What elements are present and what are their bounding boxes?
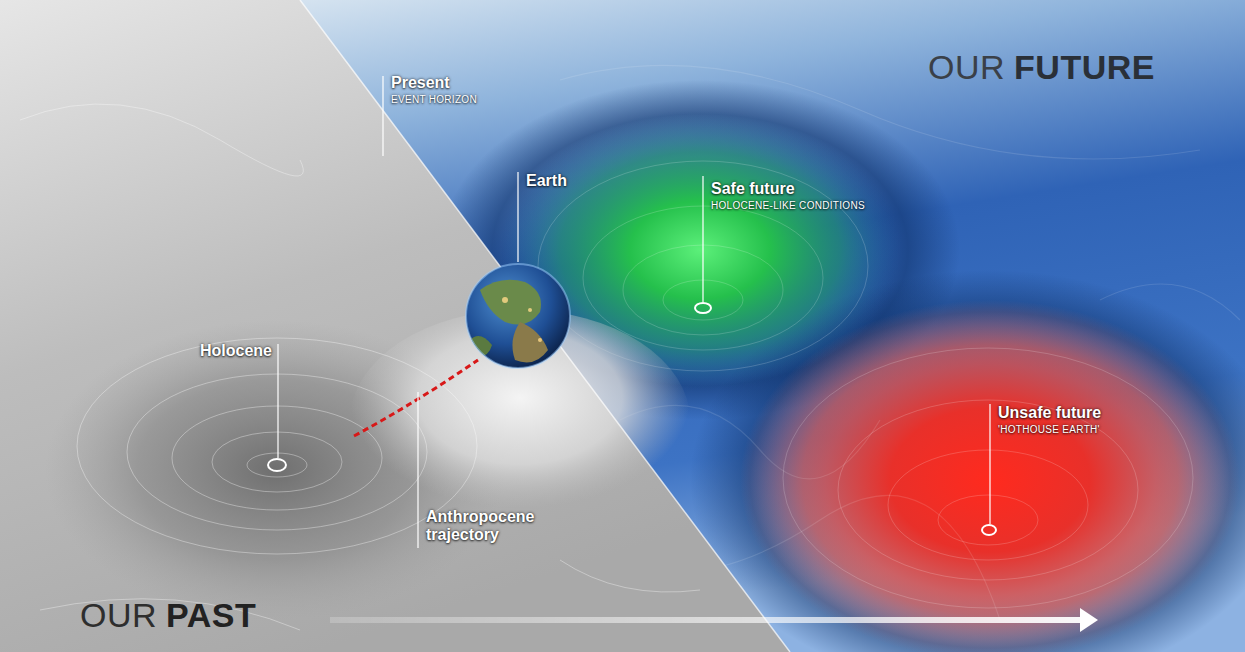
callout-title: Anthropocene trajectory xyxy=(426,508,546,545)
callout-title: Earth xyxy=(526,172,567,190)
heading-word: FUTURE xyxy=(1014,48,1155,87)
callout-title: Unsafe future xyxy=(998,404,1101,422)
callout-title: Present xyxy=(391,74,450,92)
callout-title: Holocene xyxy=(200,342,272,360)
callout-subtitle: HOLOCENE-LIKE CONDITIONS xyxy=(711,200,865,212)
callout-title: Safe future xyxy=(711,180,795,198)
heading-word: PAST xyxy=(166,596,256,635)
callout-subtitle: EVENT HORIZON xyxy=(391,94,477,106)
heading-word: OUR xyxy=(928,48,1005,87)
heading-word: OUR xyxy=(80,596,157,635)
callout-subtitle: 'HOTHOUSE EARTH' xyxy=(998,424,1100,436)
